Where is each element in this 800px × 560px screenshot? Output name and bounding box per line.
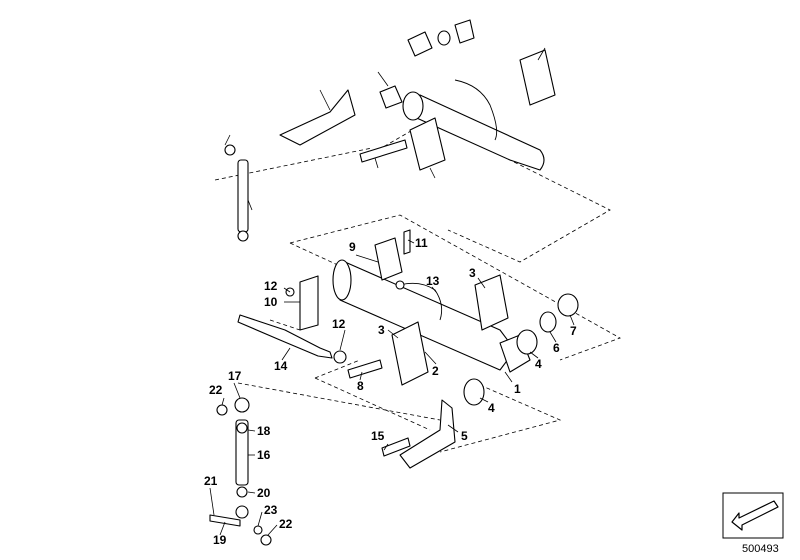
catalog-badge: 500493: [722, 492, 784, 555]
orientation-arrow-icon: [731, 500, 779, 531]
callout-14: 14: [274, 359, 288, 373]
callout-7: 7: [570, 324, 577, 338]
callout-11: 11: [415, 236, 428, 250]
callout-13: 13: [426, 274, 440, 288]
callout-6: 6: [553, 341, 560, 355]
callout-8: 8: [357, 379, 364, 393]
callout-2: 2: [432, 364, 439, 378]
upper-assembly: [214, 19, 611, 263]
callout-labels: 1 2 3 3 4 4 5 6 7 8 9 10 11 12 12 13 14 …: [204, 236, 577, 547]
callout-16: 16: [257, 448, 271, 462]
callout-23: 23: [264, 503, 278, 517]
callout-10: 10: [264, 295, 278, 309]
callout-3a: 3: [469, 266, 476, 280]
callout-19: 19: [213, 533, 227, 547]
callout-17: 17: [228, 369, 242, 383]
callout-15: 15: [371, 429, 385, 443]
callout-3b: 3: [378, 323, 385, 337]
catalog-number: 500493: [742, 543, 779, 555]
callout-22b: 22: [279, 517, 293, 531]
callout-12b: 12: [332, 317, 346, 331]
callout-9: 9: [349, 240, 356, 254]
callout-leaders: [209, 239, 575, 536]
callout-1: 1: [514, 382, 521, 396]
callout-22a: 22: [209, 383, 223, 397]
callout-21: 21: [204, 474, 218, 488]
callout-18: 18: [257, 424, 271, 438]
lower-assembly: [209, 214, 621, 546]
callout-12a: 12: [264, 279, 278, 293]
callout-20: 20: [257, 486, 271, 500]
callout-4a: 4: [535, 357, 542, 371]
callout-5: 5: [461, 429, 468, 443]
callout-4b: 4: [488, 401, 495, 415]
